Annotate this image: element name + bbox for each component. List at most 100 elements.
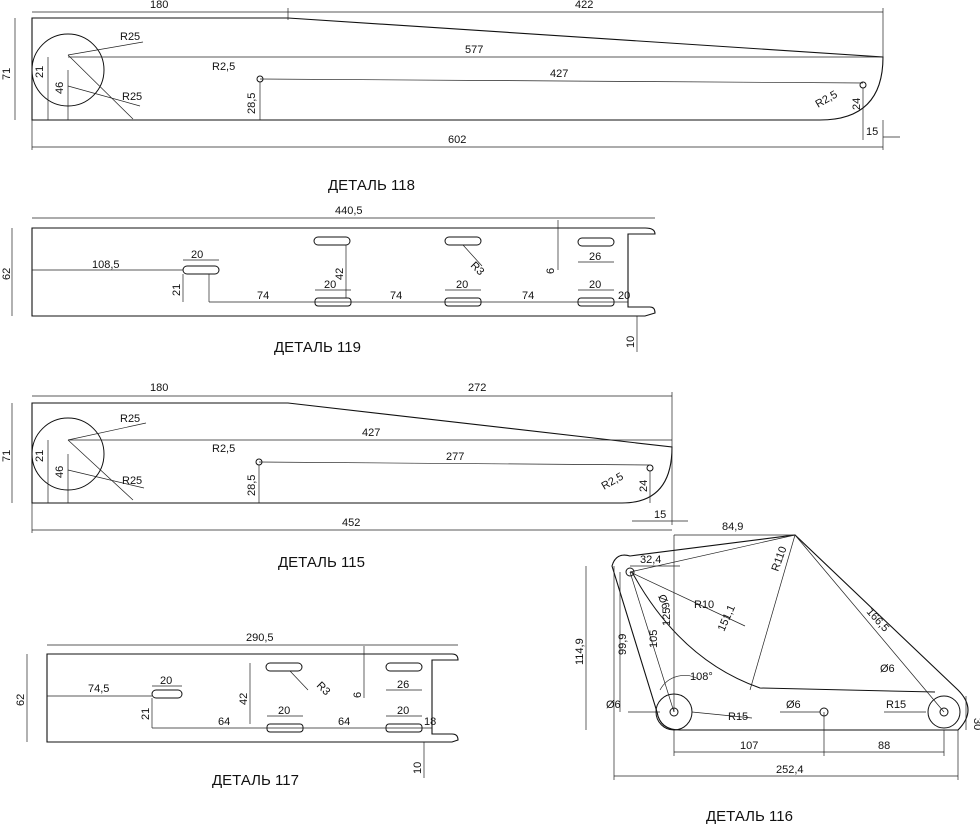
p119-dim-4: 42 [334, 268, 346, 280]
p119-dim-10: 20 [324, 279, 336, 291]
p119-dim-13: 74 [522, 290, 534, 302]
part-118-drawing: 180 422 R25 71 577 R2,5 427 21 46 R25 28… [1, 0, 900, 194]
p116-dim-5: 151,1 [716, 603, 738, 633]
p117-dim-2: 20 [160, 675, 172, 687]
p119-dim-16: 10 [625, 336, 637, 348]
part-115-drawing: 180 272 R25 71 427 R2,5 21 46 277 R25 28… [1, 382, 688, 571]
p115-dim-9: R25 [122, 475, 142, 487]
part-119-slot-4 [577, 237, 615, 247]
p118-dim-9: R25 [122, 91, 142, 103]
p115-dim-10: 28,5 [246, 475, 258, 496]
p119-dim-9: 74 [257, 290, 269, 302]
p117-dim-9: 20 [278, 705, 290, 717]
p119-title: ДЕТАЛЬ 119 [274, 339, 361, 356]
p115-dim-8: 277 [446, 451, 464, 463]
p115-dim-11: R2,5 [600, 471, 626, 493]
p119-dim-2: 108,5 [92, 259, 120, 271]
part-119-slot-3 [444, 236, 482, 246]
p118-dim-8: 46 [54, 82, 66, 94]
p116-dim-15: R15 [728, 711, 748, 723]
p116-dim-13: Ø6 [606, 699, 621, 711]
part-116-boss-right [927, 695, 961, 729]
p118-dim-4: 577 [465, 44, 483, 56]
part-117-slot-2 [265, 662, 303, 672]
p116-dim-1: 32,4 [640, 554, 661, 566]
p117-dim-6: 6 [352, 692, 364, 698]
part-116-hole-right [939, 707, 949, 717]
p115-dim-6: 21 [34, 450, 46, 462]
p115-dim-1: 272 [468, 382, 486, 394]
p119-dim-14: 20 [589, 279, 601, 291]
p119-dim-7: 26 [589, 251, 601, 263]
p115-dim-0: 180 [150, 382, 168, 394]
p116-dim-7: 114,9 [574, 638, 586, 665]
p116-title: ДЕТАЛЬ 116 [706, 808, 793, 825]
p115-title: ДЕТАЛЬ 115 [278, 554, 365, 571]
p117-dim-14: 10 [412, 762, 424, 774]
p118-dim-7: 21 [34, 66, 46, 78]
p119-dim-5: R3 [468, 260, 486, 278]
p116-dim-10: 166,5 [864, 606, 891, 634]
p118-dim-13: 15 [866, 126, 878, 138]
p116-dim-19: 88 [878, 740, 890, 752]
p118-dim-10: 28,5 [246, 93, 258, 114]
part-115-hole-right [646, 464, 654, 472]
p115-dim-4: 427 [362, 427, 380, 439]
p118-dim-2: R25 [120, 31, 140, 43]
p117-dim-3: 74,5 [88, 683, 109, 695]
p117-dim-0: 290,5 [246, 632, 274, 644]
p117-dim-11: 20 [397, 705, 409, 717]
p116-dim-3: Ø6 [655, 593, 671, 611]
p117-dim-13: 18 [424, 716, 436, 728]
p116-dim-18: 107 [740, 740, 758, 752]
p116-dim-17: 30 [971, 718, 980, 730]
part-117-outline [46, 653, 459, 743]
p118-title: ДЕТАЛЬ 118 [328, 177, 415, 194]
part-119-slot-2 [313, 236, 351, 246]
part-116-outline [611, 534, 969, 731]
p118-dim-12: 24 [851, 98, 863, 110]
p119-dim-12: 20 [456, 279, 468, 291]
part-119-slot-1 [182, 265, 220, 275]
p118-dim-3: 71 [1, 68, 13, 80]
p115-dim-3: 71 [1, 450, 13, 462]
part-116-drawing: 84,9 32,4 R110 Ø6 R10 151,1 125 114,9 99… [574, 521, 980, 825]
part-117-slot-1 [151, 689, 183, 699]
p117-dim-10: 64 [218, 716, 230, 728]
p116-dim-20: 252,4 [776, 764, 804, 776]
p115-dim-14: 15 [654, 509, 666, 521]
p117-dim-5: R3 [314, 680, 332, 698]
p119-dim-8: 21 [171, 284, 183, 296]
p118-dim-6: 427 [550, 68, 568, 80]
part-119-outline [31, 227, 656, 317]
p118-dim-1: 422 [575, 0, 593, 11]
p118-dim-11: R2,5 [814, 89, 840, 111]
p116-dim-12: Ø6 [880, 663, 895, 675]
p119-dim-1: 62 [1, 268, 13, 280]
p117-title: ДЕТАЛЬ 117 [212, 772, 299, 789]
p119-dim-11: 74 [390, 290, 402, 302]
p115-dim-13: 452 [342, 517, 360, 529]
p115-dim-7: 46 [54, 466, 66, 478]
p119-dim-15: 20 [618, 290, 630, 302]
p117-dim-1: 62 [15, 694, 27, 706]
part-116-inner-arc [631, 571, 936, 693]
p116-dim-9: 105 [648, 630, 660, 648]
p116-dim-0: 84,9 [722, 521, 743, 533]
p119-dim-3: 20 [191, 249, 203, 261]
p116-dim-11: 108° [690, 671, 713, 683]
p118-dim-5: R2,5 [212, 61, 235, 73]
p116-dim-2: R110 [770, 545, 790, 573]
p116-dim-16: R15 [886, 699, 906, 711]
p116-dim-14: Ø6 [786, 699, 801, 711]
p115-dim-2: R25 [120, 413, 140, 425]
part-116-hole-top [625, 567, 635, 577]
p115-dim-5: R2,5 [212, 443, 235, 455]
p118-dim-0: 180 [150, 0, 168, 11]
p115-dim-12: 24 [638, 480, 650, 492]
p116-dim-6: 125 [661, 608, 673, 626]
p117-dim-8: 21 [140, 708, 152, 720]
p118-dim-14: 602 [448, 134, 466, 146]
p119-dim-6: 6 [545, 268, 557, 274]
